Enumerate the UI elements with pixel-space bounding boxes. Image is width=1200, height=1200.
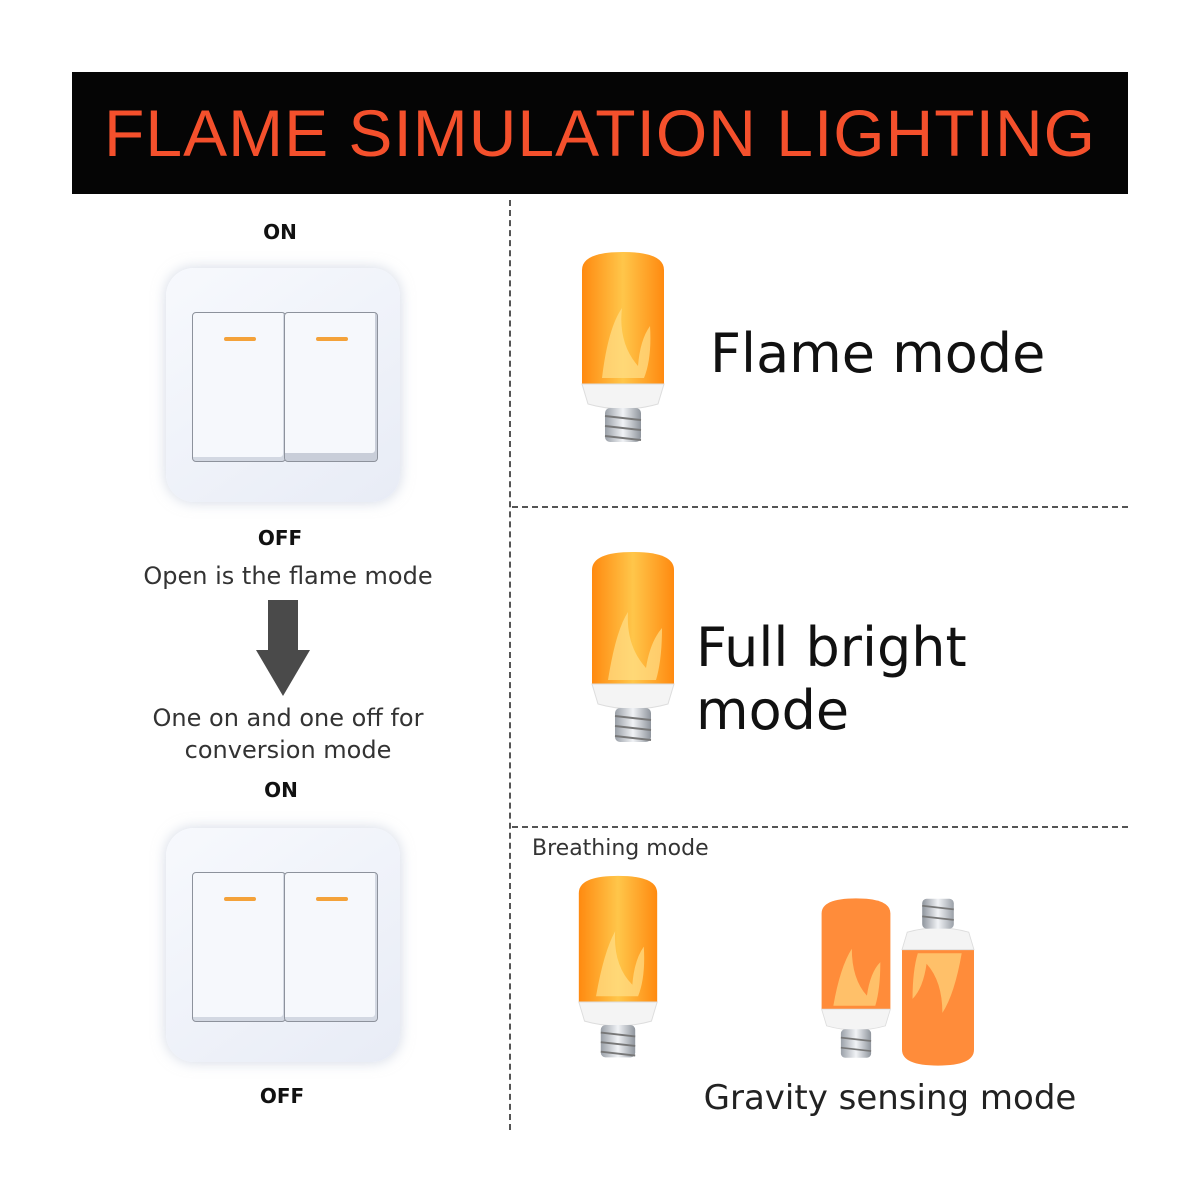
horizontal-divider-1: [512, 506, 1128, 508]
conversion-text-line1: One on and one off for: [152, 704, 424, 732]
top-off-label: OFF: [257, 526, 303, 550]
rocker-right-top: [284, 312, 378, 462]
switch-plate-bottom: [166, 828, 400, 1062]
rocker-left-top: [192, 312, 286, 462]
bottom-on-label: ON: [264, 778, 298, 802]
title-banner: FLAME SIMULATION LIGHTING: [72, 72, 1128, 194]
top-on-label: ON: [263, 220, 297, 244]
gravity-bulb-inverted-icon: [901, 898, 975, 1066]
page-title: FLAME SIMULATION LIGHTING: [104, 96, 1096, 170]
flame-mode-label: Flame mode: [710, 322, 1046, 385]
indicator-light: [316, 897, 348, 901]
rocker-right-bottom: [284, 872, 378, 1022]
bottom-off-label: OFF: [259, 1084, 305, 1108]
breathing-bulb-icon: [578, 875, 658, 1058]
full-bright-mode-label: Full bright mode: [696, 616, 967, 742]
rocker-left-bottom: [192, 872, 286, 1022]
indicator-light: [224, 337, 256, 341]
vertical-divider: [509, 200, 511, 1130]
open-flame-text: Open is the flame mode: [143, 562, 433, 590]
breathing-mode-label: Breathing mode: [532, 836, 709, 861]
full-bright-bulb-icon: [591, 552, 675, 742]
indicator-light: [224, 897, 256, 901]
horizontal-divider-2: [512, 826, 1128, 828]
indicator-light: [316, 337, 348, 341]
gravity-sensing-mode-label: Gravity sensing mode: [703, 1078, 1077, 1118]
flame-bulb-icon: [581, 252, 665, 442]
down-arrow-icon: [256, 600, 310, 696]
gravity-bulb-upright-icon: [821, 898, 891, 1058]
switch-plate-top: [166, 268, 400, 502]
conversion-text-line2: conversion mode: [184, 736, 392, 764]
